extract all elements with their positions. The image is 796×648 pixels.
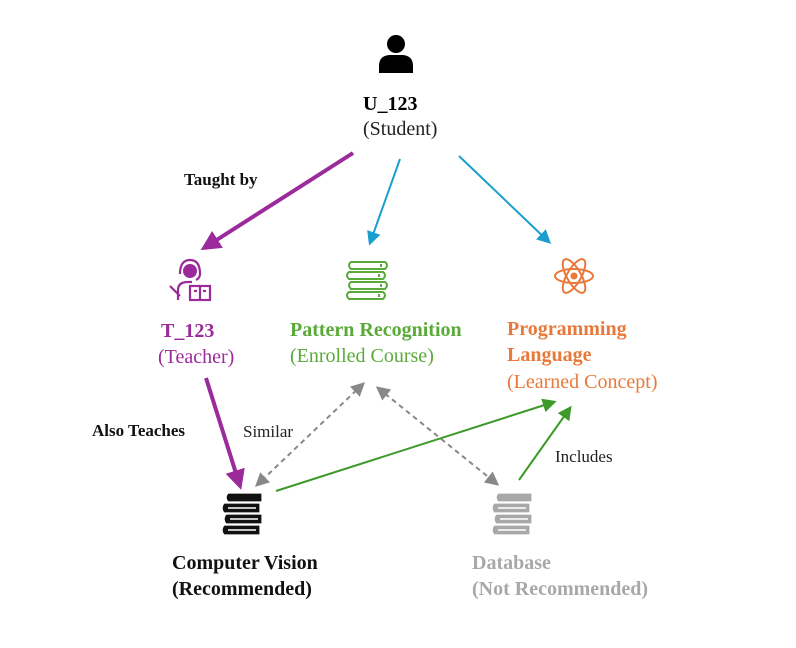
books-icon	[491, 492, 533, 536]
concept-subtitle: (Learned Concept)	[507, 371, 658, 393]
course-title: Pattern Recognition	[290, 319, 462, 341]
edge-cv-concept	[275, 398, 557, 492]
person-icon	[379, 35, 413, 73]
edge-student-concept	[458, 155, 552, 244]
teacher-title: T_123	[161, 320, 215, 342]
not-recommended-title: Database	[472, 552, 551, 574]
edge-label-includes: Includes	[555, 447, 613, 466]
edge-similar-db	[375, 386, 500, 486]
teacher-subtitle: (Teacher)	[158, 346, 235, 368]
concept-title-line2: Language	[507, 344, 592, 366]
recommended-title: Computer Vision	[172, 552, 318, 574]
edge-includes	[518, 405, 572, 481]
student-subtitle: (Student)	[363, 118, 438, 140]
books-icon	[221, 492, 263, 536]
edge-label-also-teaches: Also Teaches	[92, 421, 186, 440]
books-icon	[346, 261, 388, 300]
course-subtitle: (Enrolled Course)	[290, 345, 434, 367]
concept-title-line1: Programming	[507, 318, 627, 340]
student-title: U_123	[363, 93, 418, 115]
edge-similar-cv	[254, 382, 366, 487]
edge-taught-by	[200, 151, 355, 251]
not-recommended-subtitle: (Not Recommended)	[472, 578, 649, 600]
edge-also-teaches	[204, 377, 245, 490]
teacher-icon	[169, 258, 212, 302]
edge-student-course	[367, 158, 401, 246]
edge-label-similar: Similar	[243, 422, 294, 441]
atom-icon	[554, 258, 594, 294]
edge-label-taught-by: Taught by	[184, 170, 258, 189]
recommended-subtitle: (Recommended)	[172, 578, 312, 600]
